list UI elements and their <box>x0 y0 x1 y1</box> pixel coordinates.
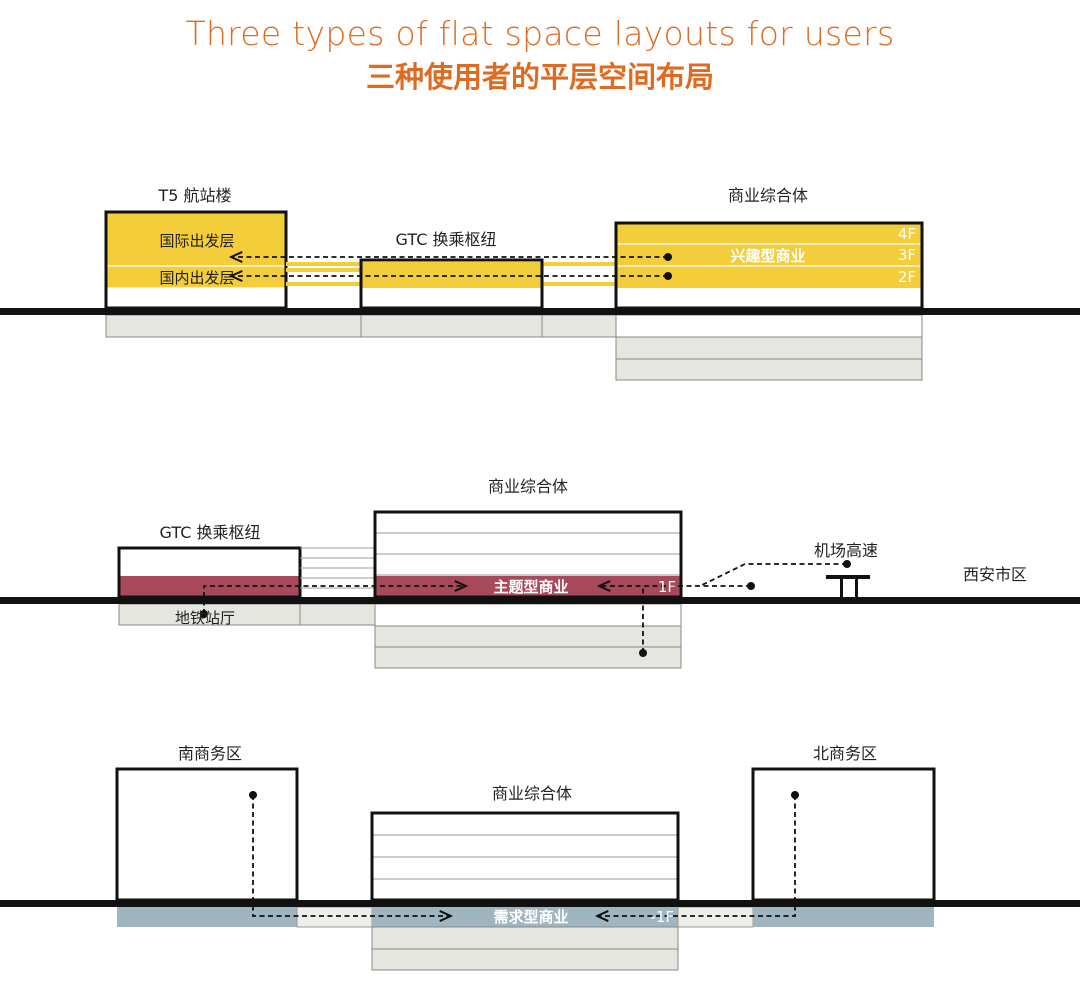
complex-label: 商业综合体 <box>492 784 572 803</box>
basement-strip <box>371 948 679 971</box>
basement-strip <box>105 314 362 338</box>
title-english: Three types of flat space layouts for us… <box>185 14 895 53</box>
bridge <box>286 282 361 286</box>
south-cbd-label: 南商务区 <box>178 744 242 763</box>
ground-line <box>0 900 1080 907</box>
flow-origin-dot <box>843 560 851 568</box>
north-cbd-label: 北商务区 <box>813 744 877 763</box>
flow-origin-dot <box>664 253 672 261</box>
basement-strip <box>615 336 923 360</box>
north-basement <box>753 907 934 927</box>
flow-origin-dot <box>200 610 208 618</box>
xian-city-label: 西安市区 <box>963 565 1027 584</box>
diagram-1: T5 航站楼 国际出发层 国内出发层 GTC 换乘枢纽 商业综合体 兴趣型商业 … <box>0 186 1080 381</box>
interest-commerce-label: 兴趣型商业 <box>730 247 805 265</box>
south-cbd-building <box>115 767 299 902</box>
expressway-pier <box>855 579 858 597</box>
flow-origin-dot <box>639 649 647 657</box>
flow-origin-dot <box>249 791 257 799</box>
bridge <box>542 282 616 286</box>
complex-label: 商业综合体 <box>488 477 568 496</box>
metro-hall-label: 地铁站厅 <box>175 609 235 627</box>
gtc-1f-floor <box>119 576 300 597</box>
basement-strip <box>615 314 923 338</box>
gtc-label: GTC 换乘枢纽 <box>160 523 261 542</box>
complex-label: 商业综合体 <box>728 186 808 205</box>
airport-expressway-label: 机场高速 <box>814 541 878 560</box>
floor-1f-label: 1F <box>658 578 676 596</box>
flow-origin-dot <box>664 272 672 280</box>
gtc-floor <box>361 262 542 288</box>
flow-line-expressway <box>699 563 847 587</box>
bridge <box>542 262 616 266</box>
basement-strip <box>374 646 682 669</box>
basement-strip <box>541 314 617 338</box>
gtc-label: GTC 换乘枢纽 <box>396 230 497 249</box>
south-basement <box>117 907 297 927</box>
flow-arrow-metro <box>203 586 466 614</box>
t5-label: T5 航站楼 <box>157 186 231 205</box>
theme-commerce-label: 主题型商业 <box>493 578 568 596</box>
diagram-2: 商业综合体 GTC 换乘枢纽 主题型商业 1F 地铁站厅 机场高速 西安市区 <box>0 477 1080 669</box>
title-chinese: 三种使用者的平层空间布局 <box>365 60 714 94</box>
floor-2f-label: 2F <box>898 268 916 286</box>
basement-strip <box>677 906 754 928</box>
demand-commerce-label: 需求型商业 <box>493 908 568 926</box>
intl-departure-label: 国际出发层 <box>159 232 234 250</box>
ground-line <box>0 597 1080 604</box>
dom-departure-label: 国内出发层 <box>159 269 234 287</box>
diagram-3: 南商务区 北商务区 商业综合体 需求型商业 -1F <box>0 744 1080 971</box>
floor-4f-label: 4F <box>898 225 916 243</box>
flow-arrow-south <box>252 795 451 916</box>
flow-arrow-north <box>597 795 796 916</box>
basement-strip <box>615 358 923 381</box>
flow-origin-dot <box>791 791 799 799</box>
floor-3f-label: 3F <box>898 246 916 264</box>
expressway-pier <box>840 579 843 597</box>
basement-strip <box>371 926 679 950</box>
basement-strip <box>374 625 682 648</box>
basement-strip <box>299 603 376 626</box>
bridge <box>286 262 361 266</box>
basement-strip <box>296 906 373 928</box>
ground-line <box>0 308 1080 315</box>
basement-strip <box>374 603 682 627</box>
north-cbd-building <box>751 767 936 902</box>
basement-strip <box>360 314 543 338</box>
bridge <box>286 268 361 272</box>
flow-origin-dot <box>747 582 755 590</box>
expressway-deck <box>826 575 870 579</box>
floor-b1-label: -1F <box>650 908 674 926</box>
